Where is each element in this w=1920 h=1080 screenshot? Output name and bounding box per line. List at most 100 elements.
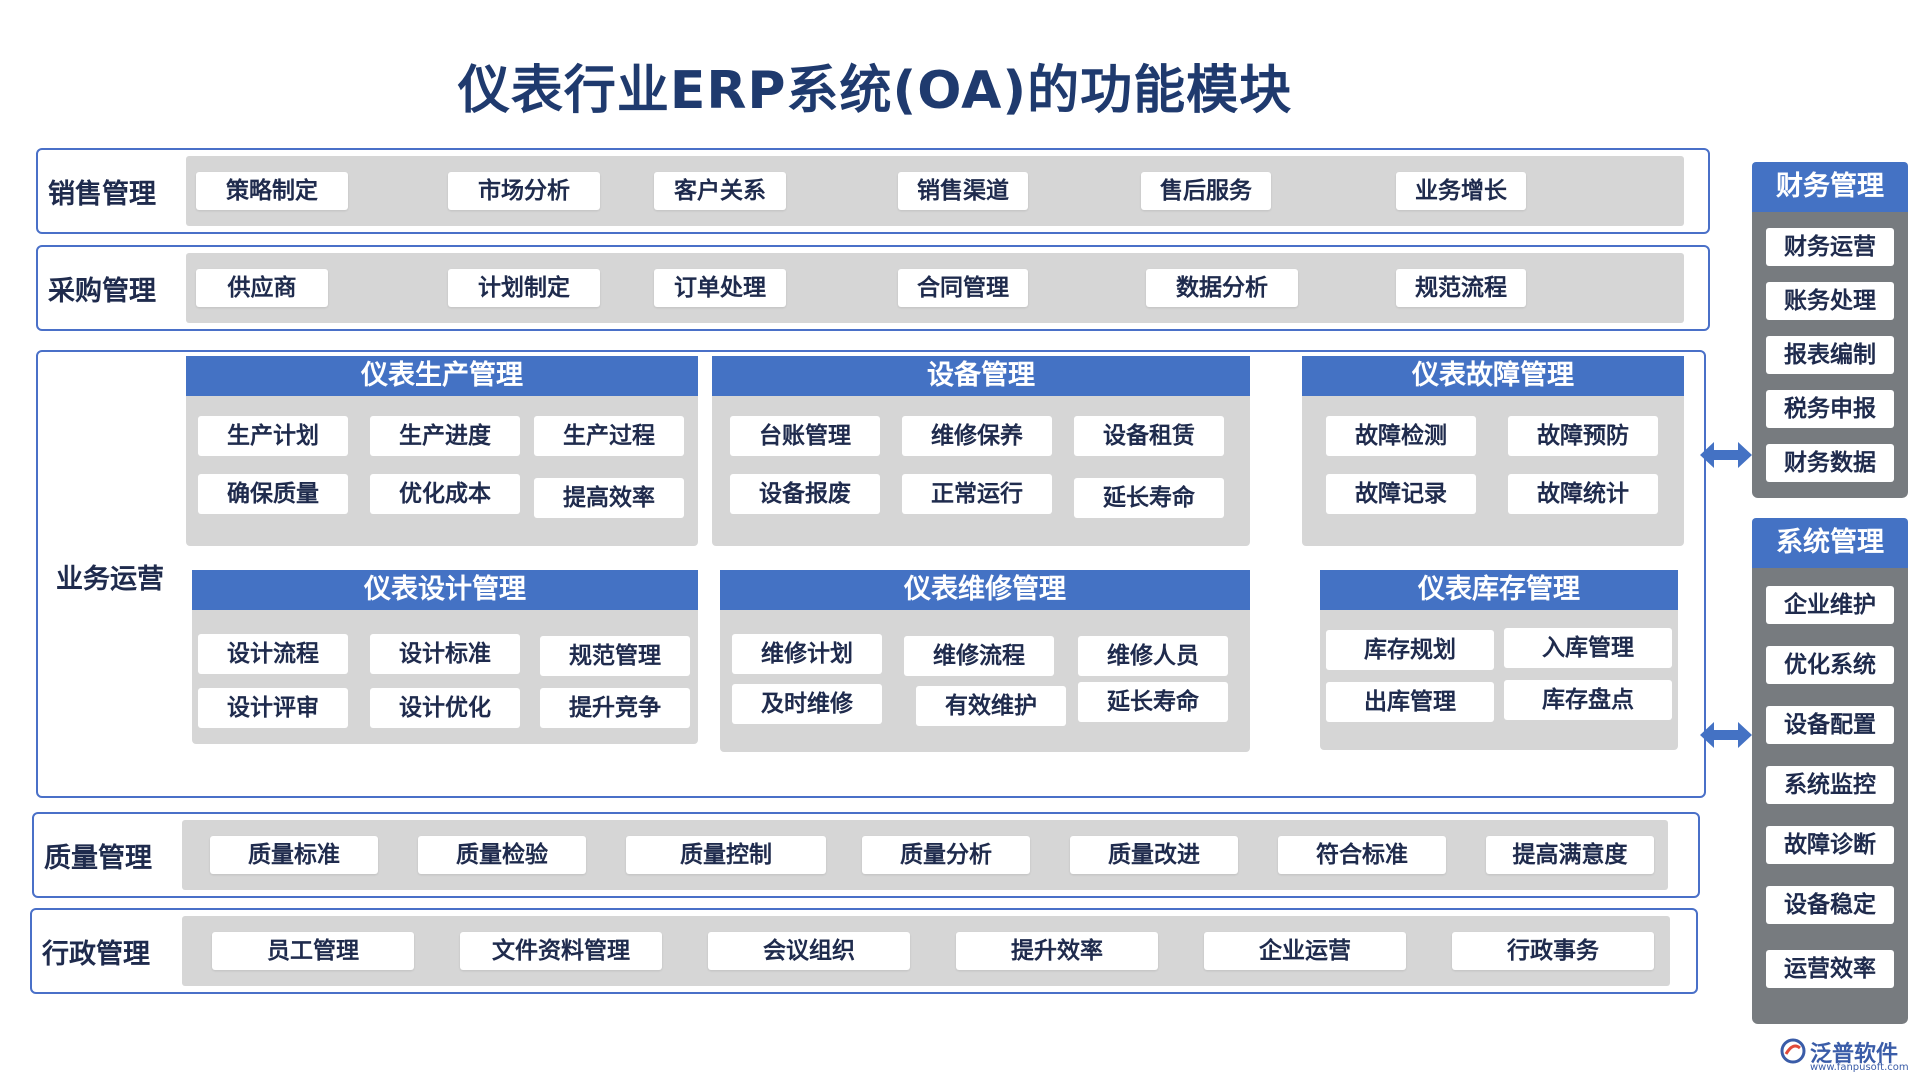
double-arrow-icon	[1700, 722, 1752, 748]
purchase-item[interactable]: 计划制定	[448, 269, 600, 307]
quality-item[interactable]: 质量控制	[626, 836, 826, 874]
sales-label: 销售管理	[48, 178, 156, 210]
purchase-row: 采购管理 供应商 计划制定 订单处理 合同管理 数据分析 规范流程	[36, 245, 1710, 331]
module-maintenance: 仪表维修管理 维修计划 维修流程 维修人员 及时维修 有效维护 延长寿命	[720, 570, 1250, 752]
finance-panel: 财务管理 财务运营 账务处理 报表编制 税务申报 财务数据	[1752, 162, 1908, 498]
purchase-item[interactable]: 合同管理	[898, 269, 1028, 307]
sales-row: 销售管理 策略制定 市场分析 客户关系 销售渠道 售后服务 业务增长	[36, 148, 1710, 234]
admin-item[interactable]: 会议组织	[708, 932, 910, 970]
double-arrow-icon	[1700, 442, 1752, 468]
finance-item[interactable]: 财务数据	[1766, 444, 1894, 482]
quality-item[interactable]: 提高满意度	[1486, 836, 1654, 874]
module-item[interactable]: 出库管理	[1326, 682, 1494, 722]
finance-item[interactable]: 账务处理	[1766, 282, 1894, 320]
module-item[interactable]: 设计流程	[198, 634, 348, 674]
module-title: 仪表故障管理	[1302, 356, 1684, 396]
finance-title: 财务管理	[1752, 162, 1908, 212]
system-item[interactable]: 设备稳定	[1766, 886, 1894, 924]
purchase-item[interactable]: 供应商	[196, 269, 328, 307]
module-item[interactable]: 提升竞争	[540, 688, 690, 728]
admin-item[interactable]: 企业运营	[1204, 932, 1406, 970]
operations-panel: 业务运营 仪表生产管理 生产计划 生产进度 生产过程 确保质量 优化成本 提高效…	[36, 350, 1706, 798]
module-item[interactable]: 设备租赁	[1074, 416, 1224, 456]
module-item[interactable]: 规范管理	[540, 636, 690, 676]
quality-label: 质量管理	[44, 842, 152, 874]
finance-item[interactable]: 财务运营	[1766, 228, 1894, 266]
module-item[interactable]: 生产过程	[534, 416, 684, 456]
module-item[interactable]: 故障统计	[1508, 474, 1658, 514]
purchase-item[interactable]: 数据分析	[1146, 269, 1298, 307]
sales-item[interactable]: 销售渠道	[898, 172, 1028, 210]
module-item[interactable]: 库存盘点	[1504, 680, 1672, 720]
system-item[interactable]: 设备配置	[1766, 706, 1894, 744]
module-item[interactable]: 维修计划	[732, 634, 882, 674]
module-item[interactable]: 生产计划	[198, 416, 348, 456]
finance-item[interactable]: 报表编制	[1766, 336, 1894, 374]
module-item[interactable]: 故障检测	[1326, 416, 1476, 456]
module-item[interactable]: 入库管理	[1504, 628, 1672, 668]
sales-item[interactable]: 市场分析	[448, 172, 600, 210]
system-item[interactable]: 运营效率	[1766, 950, 1894, 988]
module-title: 设备管理	[712, 356, 1250, 396]
quality-item[interactable]: 质量标准	[210, 836, 378, 874]
purchase-panel: 供应商 计划制定 订单处理 合同管理 数据分析 规范流程	[186, 253, 1684, 323]
admin-item[interactable]: 文件资料管理	[460, 932, 662, 970]
brand-logo: 泛普软件 www.fanpusoft.com	[1780, 1036, 1910, 1076]
module-item[interactable]: 确保质量	[198, 474, 348, 514]
page-title: 仪表行业ERP系统(OA)的功能模块	[457, 61, 1293, 121]
module-title: 仪表库存管理	[1320, 570, 1678, 610]
module-item[interactable]: 延长寿命	[1078, 682, 1228, 722]
module-item[interactable]: 设计标准	[370, 634, 520, 674]
module-item[interactable]: 设计优化	[370, 688, 520, 728]
admin-row: 行政管理 员工管理 文件资料管理 会议组织 提升效率 企业运营 行政事务	[30, 908, 1698, 994]
module-item[interactable]: 生产进度	[370, 416, 520, 456]
module-design: 仪表设计管理 设计流程 设计标准 规范管理 设计评审 设计优化 提升竞争	[192, 570, 698, 744]
module-item[interactable]: 正常运行	[902, 474, 1052, 514]
sales-item[interactable]: 售后服务	[1141, 172, 1271, 210]
module-item[interactable]: 故障记录	[1326, 474, 1476, 514]
quality-row: 质量管理 质量标准 质量检验 质量控制 质量分析 质量改进 符合标准 提高满意度	[32, 812, 1700, 898]
module-item[interactable]: 及时维修	[732, 684, 882, 724]
system-item[interactable]: 故障诊断	[1766, 826, 1894, 864]
admin-item[interactable]: 提升效率	[956, 932, 1158, 970]
admin-label: 行政管理	[42, 938, 150, 970]
module-item[interactable]: 故障预防	[1508, 416, 1658, 456]
module-item[interactable]: 有效维护	[916, 686, 1066, 726]
module-item[interactable]: 优化成本	[370, 474, 520, 514]
system-title: 系统管理	[1752, 518, 1908, 568]
module-item[interactable]: 维修人员	[1078, 636, 1228, 676]
module-item[interactable]: 库存规划	[1326, 630, 1494, 670]
logo-name: 泛普软件	[1810, 1042, 1899, 1067]
sales-item[interactable]: 客户关系	[654, 172, 786, 210]
admin-item[interactable]: 行政事务	[1452, 932, 1654, 970]
module-item[interactable]: 设计评审	[198, 688, 348, 728]
admin-panel: 员工管理 文件资料管理 会议组织 提升效率 企业运营 行政事务	[182, 916, 1670, 986]
system-item[interactable]: 优化系统	[1766, 646, 1894, 684]
module-item[interactable]: 维修流程	[904, 636, 1054, 676]
module-title: 仪表设计管理	[192, 570, 698, 610]
admin-item[interactable]: 员工管理	[212, 932, 414, 970]
module-inventory: 仪表库存管理 库存规划 入库管理 出库管理 库存盘点	[1320, 570, 1678, 750]
quality-item[interactable]: 质量改进	[1070, 836, 1238, 874]
module-fault: 仪表故障管理 故障检测 故障预防 故障记录 故障统计	[1302, 356, 1684, 546]
logo-url: www.fanpusoft.com	[1810, 1062, 1909, 1073]
logo-icon	[1780, 1038, 1806, 1064]
module-item[interactable]: 台账管理	[730, 416, 880, 456]
quality-item[interactable]: 符合标准	[1278, 836, 1446, 874]
module-equipment: 设备管理 台账管理 维修保养 设备租赁 设备报废 正常运行 延长寿命	[712, 356, 1250, 546]
system-item[interactable]: 系统监控	[1766, 766, 1894, 804]
quality-item[interactable]: 质量分析	[862, 836, 1030, 874]
purchase-item[interactable]: 订单处理	[654, 269, 786, 307]
finance-item[interactable]: 税务申报	[1766, 390, 1894, 428]
sales-item[interactable]: 策略制定	[196, 172, 348, 210]
sales-panel: 策略制定 市场分析 客户关系 销售渠道 售后服务 业务增长	[186, 156, 1684, 226]
system-item[interactable]: 企业维护	[1766, 586, 1894, 624]
module-item[interactable]: 设备报废	[730, 474, 880, 514]
module-item[interactable]: 提高效率	[534, 478, 684, 518]
system-panel: 系统管理 企业维护 优化系统 设备配置 系统监控 故障诊断 设备稳定 运营效率	[1752, 518, 1908, 1024]
quality-item[interactable]: 质量检验	[418, 836, 586, 874]
module-item[interactable]: 维修保养	[902, 416, 1052, 456]
module-item[interactable]: 延长寿命	[1074, 478, 1224, 518]
sales-item[interactable]: 业务增长	[1396, 172, 1526, 210]
purchase-item[interactable]: 规范流程	[1396, 269, 1526, 307]
